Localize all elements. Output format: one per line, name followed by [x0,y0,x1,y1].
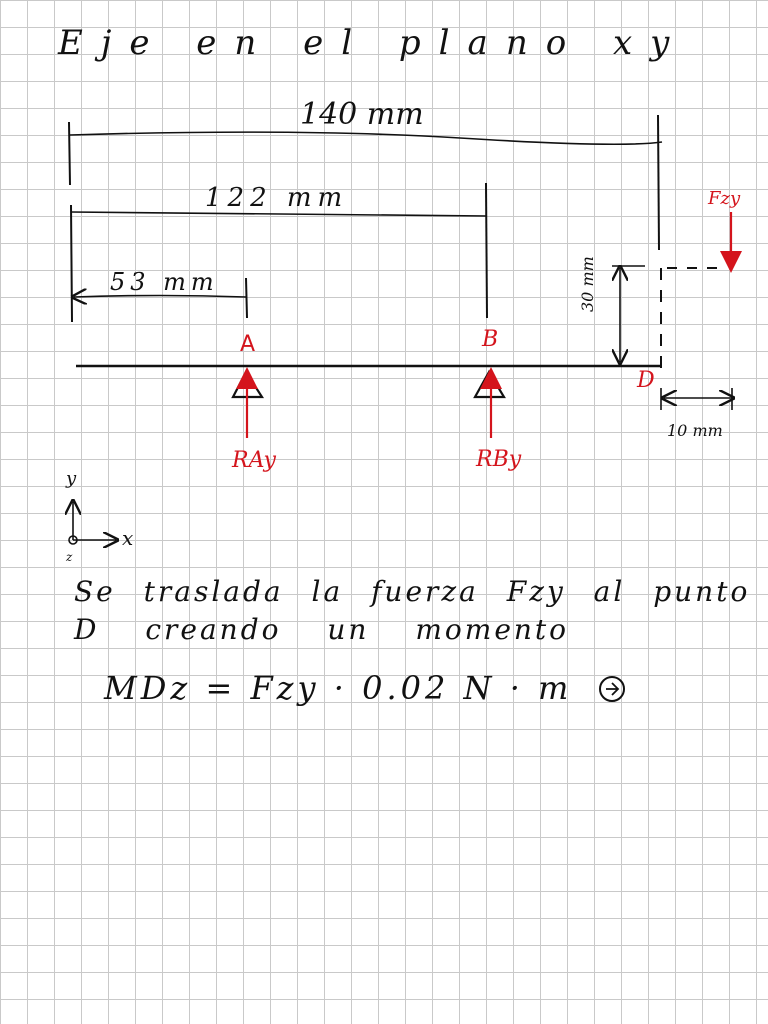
reaction-b-label: RBy [476,447,522,472]
dimension-line-53 [74,296,247,298]
axis-y-label: y [66,468,77,489]
label-53mm: 53 mm [110,268,219,296]
label-30mm: 30 mm [578,256,597,312]
note-line-1: Se traslada la fuerza Fzy al punto [74,575,751,608]
note-line-2: D creando un momento [74,613,570,646]
dimension-line-122 [70,211,488,217]
force-fzy-label: Fzy [708,188,741,209]
support-b [473,369,506,399]
right-end-line [657,114,660,251]
axis-x-label: x [122,526,134,550]
moment-equation: MDz = Fzy · 0.02 N · m [104,669,573,707]
label-10mm: 10 mm [667,421,723,440]
point-a-label: A [240,332,256,357]
dimension-line-140 [69,131,663,146]
reaction-a-label: RAy [232,448,276,473]
moment-symbol [599,676,625,702]
axis-z-label: z [66,550,73,564]
point-d-label: D [637,368,655,393]
a-reference-line [245,277,248,319]
page-title: Eje en el plano xy [58,23,688,63]
label-122mm: 122 mm [205,183,349,213]
left-reference-line [68,121,73,323]
label-140mm: 140 mm [300,97,424,132]
b-reference-line [485,182,488,319]
axis-z-dot [68,535,78,545]
point-b-label: B [482,327,499,352]
